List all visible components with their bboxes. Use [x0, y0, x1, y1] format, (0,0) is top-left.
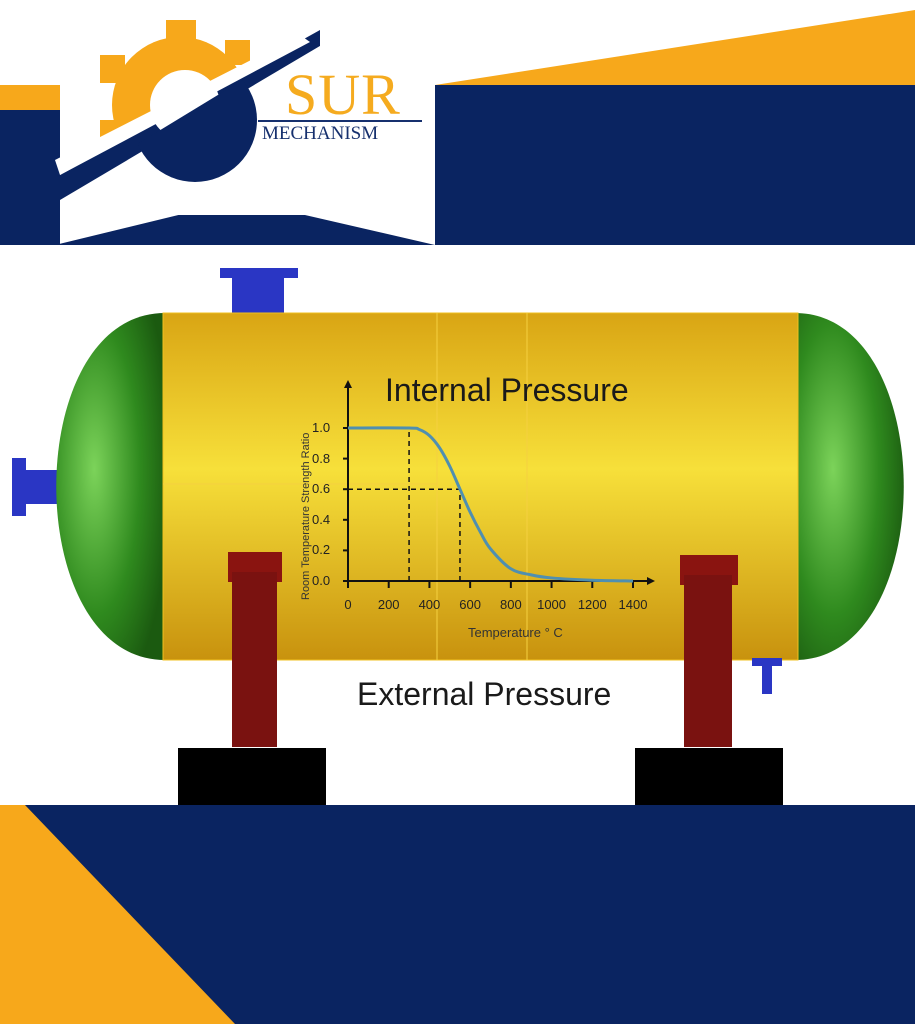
left-foundation	[178, 748, 326, 805]
orange-footer-stripe	[0, 805, 235, 1024]
top-nozzle	[232, 278, 284, 316]
x-tick-label: 600	[459, 597, 481, 612]
strength-ratio-curve	[347, 426, 634, 583]
x-tick-label: 0	[344, 597, 352, 612]
drain-nozzle	[762, 666, 772, 694]
y-tick-label: 0.0	[312, 573, 331, 588]
y-axis-label: Room Temperature Strength Ratio	[300, 432, 312, 600]
left-head	[56, 313, 165, 660]
left-support	[232, 572, 277, 747]
logo-subtitle: MECHANISM	[262, 123, 379, 144]
x-tick-label: 800	[499, 597, 522, 612]
x-tick-label: 1400	[618, 597, 648, 612]
orange-band-right	[435, 10, 915, 85]
right-support	[684, 575, 732, 747]
y-tick-label: 0.6	[312, 481, 331, 497]
y-axis-arrow-icon	[344, 380, 352, 388]
y-tick-label: 0.4	[312, 511, 331, 527]
internal-pressure-label: Internal Pressure	[385, 372, 629, 408]
y-tick-label: 0.2	[312, 542, 331, 558]
right-head	[795, 313, 904, 660]
x-axis-arrow-icon	[647, 577, 655, 585]
x-tick-label: 200	[377, 597, 400, 612]
y-tick-label: 1.0	[312, 420, 331, 435]
strength-ratio-chart	[343, 380, 655, 588]
navy-band-left	[0, 110, 60, 245]
logo-brand: SUR	[285, 62, 401, 127]
side-nozzle-flange	[12, 458, 26, 516]
x-axis-label: Temperature ° C	[468, 625, 563, 640]
gear-logo-icon	[55, 20, 330, 215]
top-nozzle-flange	[220, 268, 298, 278]
x-tick-label: 1200	[577, 597, 607, 612]
pressure-vessel	[12, 268, 904, 805]
x-tick-label: 400	[418, 597, 441, 612]
x-tick-label: 1000	[537, 597, 567, 612]
right-foundation	[635, 748, 783, 805]
navy-band-right	[435, 85, 915, 245]
y-tick-label: 0.8	[312, 450, 331, 466]
navy-chevron	[55, 200, 435, 245]
external-pressure-label: External Pressure	[357, 676, 612, 712]
